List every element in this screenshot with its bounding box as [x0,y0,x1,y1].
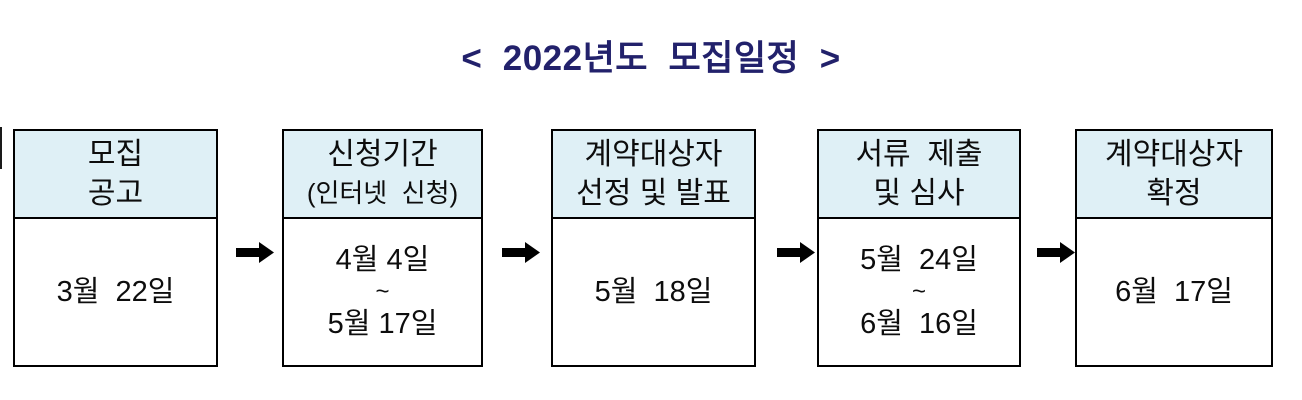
step-body: 5월 24일 ~ 6월 16일 [819,219,1019,365]
step-header-line: 선정 및 발표 [576,177,731,210]
schedule-step-application-period: 신청기간 (인터넷 신청) 4월 4일 ~ 5월 17일 [282,129,483,367]
step-header-line: 및 심사 [873,177,965,210]
step-header: 신청기간 (인터넷 신청) [284,131,481,219]
arrow-right-icon [236,242,274,263]
step-header-line: 신청기간 [327,138,438,171]
step-header-line: 계약대상자 [1105,138,1243,171]
step-date-range-separator: ~ [911,278,926,305]
step-date-line: 6월 16일 [860,308,978,340]
step-header-line: 서류 제출 [855,138,983,171]
step-date-line: 4월 4일 [335,244,430,276]
step-header-line: 모집 [87,138,144,171]
schedule-step-selection-announcement: 계약대상자 선정 및 발표 5월 18일 [551,129,756,367]
step-body: 3월 22일 [15,219,216,365]
step-date-range-separator: ~ [375,278,390,305]
step-date-line: 3월 22일 [56,276,175,308]
step-body: 5월 18일 [553,219,754,365]
step-date-line: 6월 17일 [1115,276,1233,308]
arrow-right-icon [1037,242,1075,263]
step-header: 서류 제출 및 심사 [819,131,1019,219]
step-header-line: (인터넷 신청) [306,178,459,208]
page-title: < 2022년도 모집일정 > [461,39,841,78]
arrow-right-icon [777,242,815,263]
step-header: 계약대상자 선정 및 발표 [553,131,754,219]
step-header-line: 공고 [87,177,144,210]
step-date-line: 5월 17일 [327,308,438,340]
step-header-line: 계약대상자 [584,138,723,171]
step-date-line: 5월 18일 [594,276,713,308]
step-header-line: 확정 [1146,177,1202,210]
schedule-step-document-review: 서류 제출 및 심사 5월 24일 ~ 6월 16일 [817,129,1021,367]
step-body: 4월 4일 ~ 5월 17일 [284,219,481,365]
schedule-step-announcement: 모집 공고 3월 22일 [13,129,218,367]
step-date-line: 5월 24일 [860,244,978,276]
step-header: 모집 공고 [15,131,216,219]
step-body: 6월 17일 [1077,219,1271,365]
schedule-step-contract-confirmation: 계약대상자 확정 6월 17일 [1075,129,1273,367]
step-header: 계약대상자 확정 [1077,131,1271,219]
arrow-right-icon [502,242,540,263]
left-edge-line-fragment [0,127,2,169]
